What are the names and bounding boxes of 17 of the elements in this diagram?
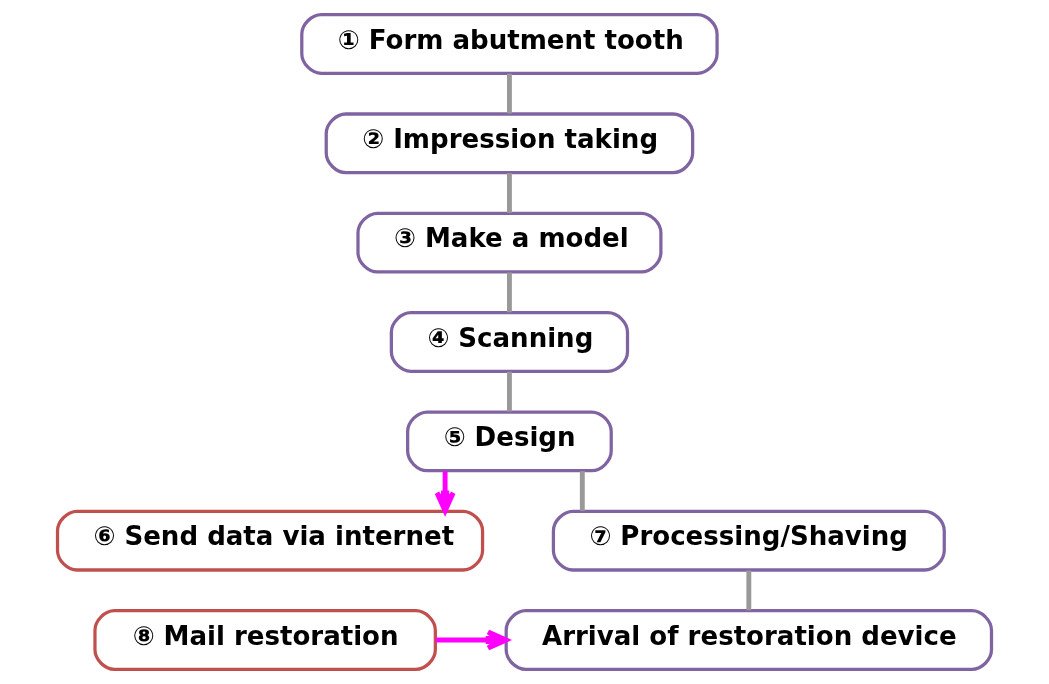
connector <box>746 570 752 611</box>
node-box: ② Impression taking <box>324 112 695 175</box>
node-box: ⑤ Design <box>406 410 613 473</box>
node-box: ③ Make a model <box>356 211 663 274</box>
connector <box>507 371 512 412</box>
node-box: ① Form abutment tooth <box>300 13 719 75</box>
node-box: Arrival of restoration device <box>504 609 994 671</box>
connector <box>507 272 512 313</box>
node-box: ⑥ Send data via internet <box>55 509 485 572</box>
connector <box>507 173 512 213</box>
connector <box>507 73 512 114</box>
arrow <box>435 629 509 651</box>
node-box: ⑧ Mail restoration <box>93 609 437 671</box>
arrow <box>434 471 456 514</box>
node-box: ④ Scanning <box>389 311 630 373</box>
connector <box>579 471 585 511</box>
node-box: ⑦ Processing/Shaving <box>551 509 946 572</box>
